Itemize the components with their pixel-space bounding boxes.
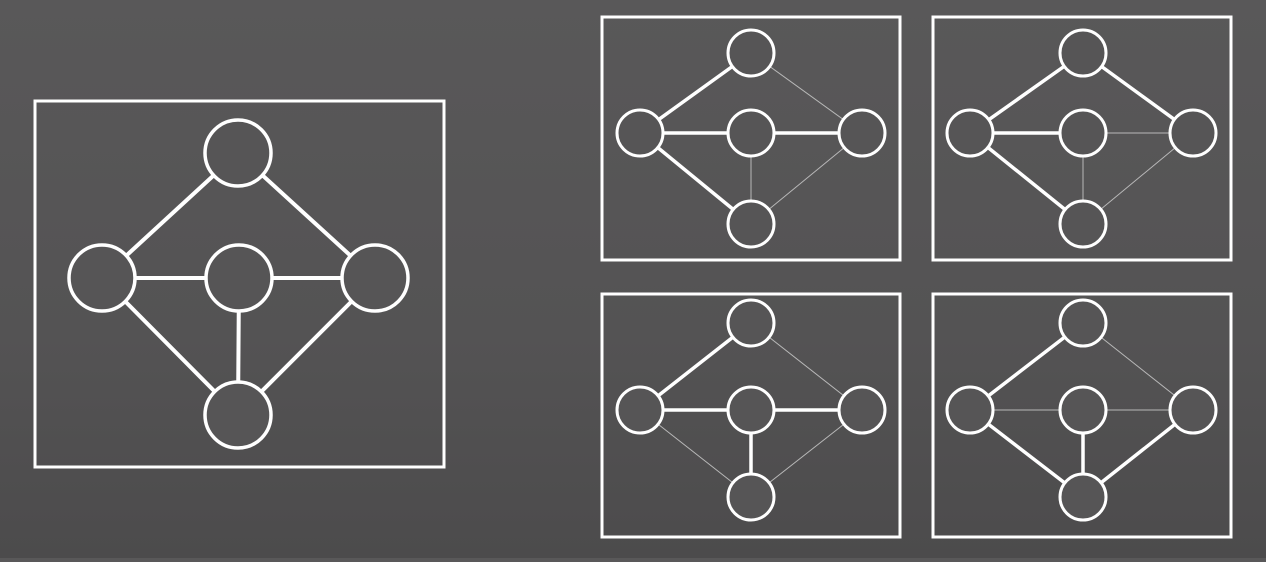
node-left	[615, 385, 665, 435]
node-center	[1058, 108, 1108, 158]
node-center	[204, 243, 274, 313]
panel-spanning-tree-2	[931, 15, 1233, 262]
node-left	[615, 108, 665, 158]
panel-frame	[931, 292, 1233, 539]
node-bottom	[1058, 199, 1108, 249]
node-bottom	[726, 472, 776, 522]
node-right	[837, 385, 887, 435]
node-center	[726, 385, 776, 435]
panel-frame	[600, 292, 902, 539]
node-left	[945, 108, 995, 158]
panel-spanning-tree-1	[600, 15, 902, 262]
panel-full-graph	[33, 99, 446, 469]
panel-frame	[33, 99, 446, 469]
node-top	[726, 28, 776, 78]
node-top	[1058, 28, 1108, 78]
node-bottom	[1058, 472, 1108, 522]
node-left	[945, 385, 995, 435]
node-bottom	[726, 199, 776, 249]
node-top	[726, 298, 776, 348]
node-top	[1058, 298, 1108, 348]
node-center	[1058, 385, 1108, 435]
panel-frame	[931, 15, 1233, 262]
panel-spanning-tree-3	[600, 292, 902, 539]
node-top	[203, 118, 273, 188]
node-right	[1168, 108, 1218, 158]
node-right	[340, 243, 410, 313]
node-left	[67, 243, 137, 313]
node-center	[726, 108, 776, 158]
panel-spanning-tree-4	[931, 292, 1233, 539]
panel-frame	[600, 15, 902, 262]
node-bottom	[203, 380, 273, 450]
node-right	[1168, 385, 1218, 435]
node-right	[837, 108, 887, 158]
